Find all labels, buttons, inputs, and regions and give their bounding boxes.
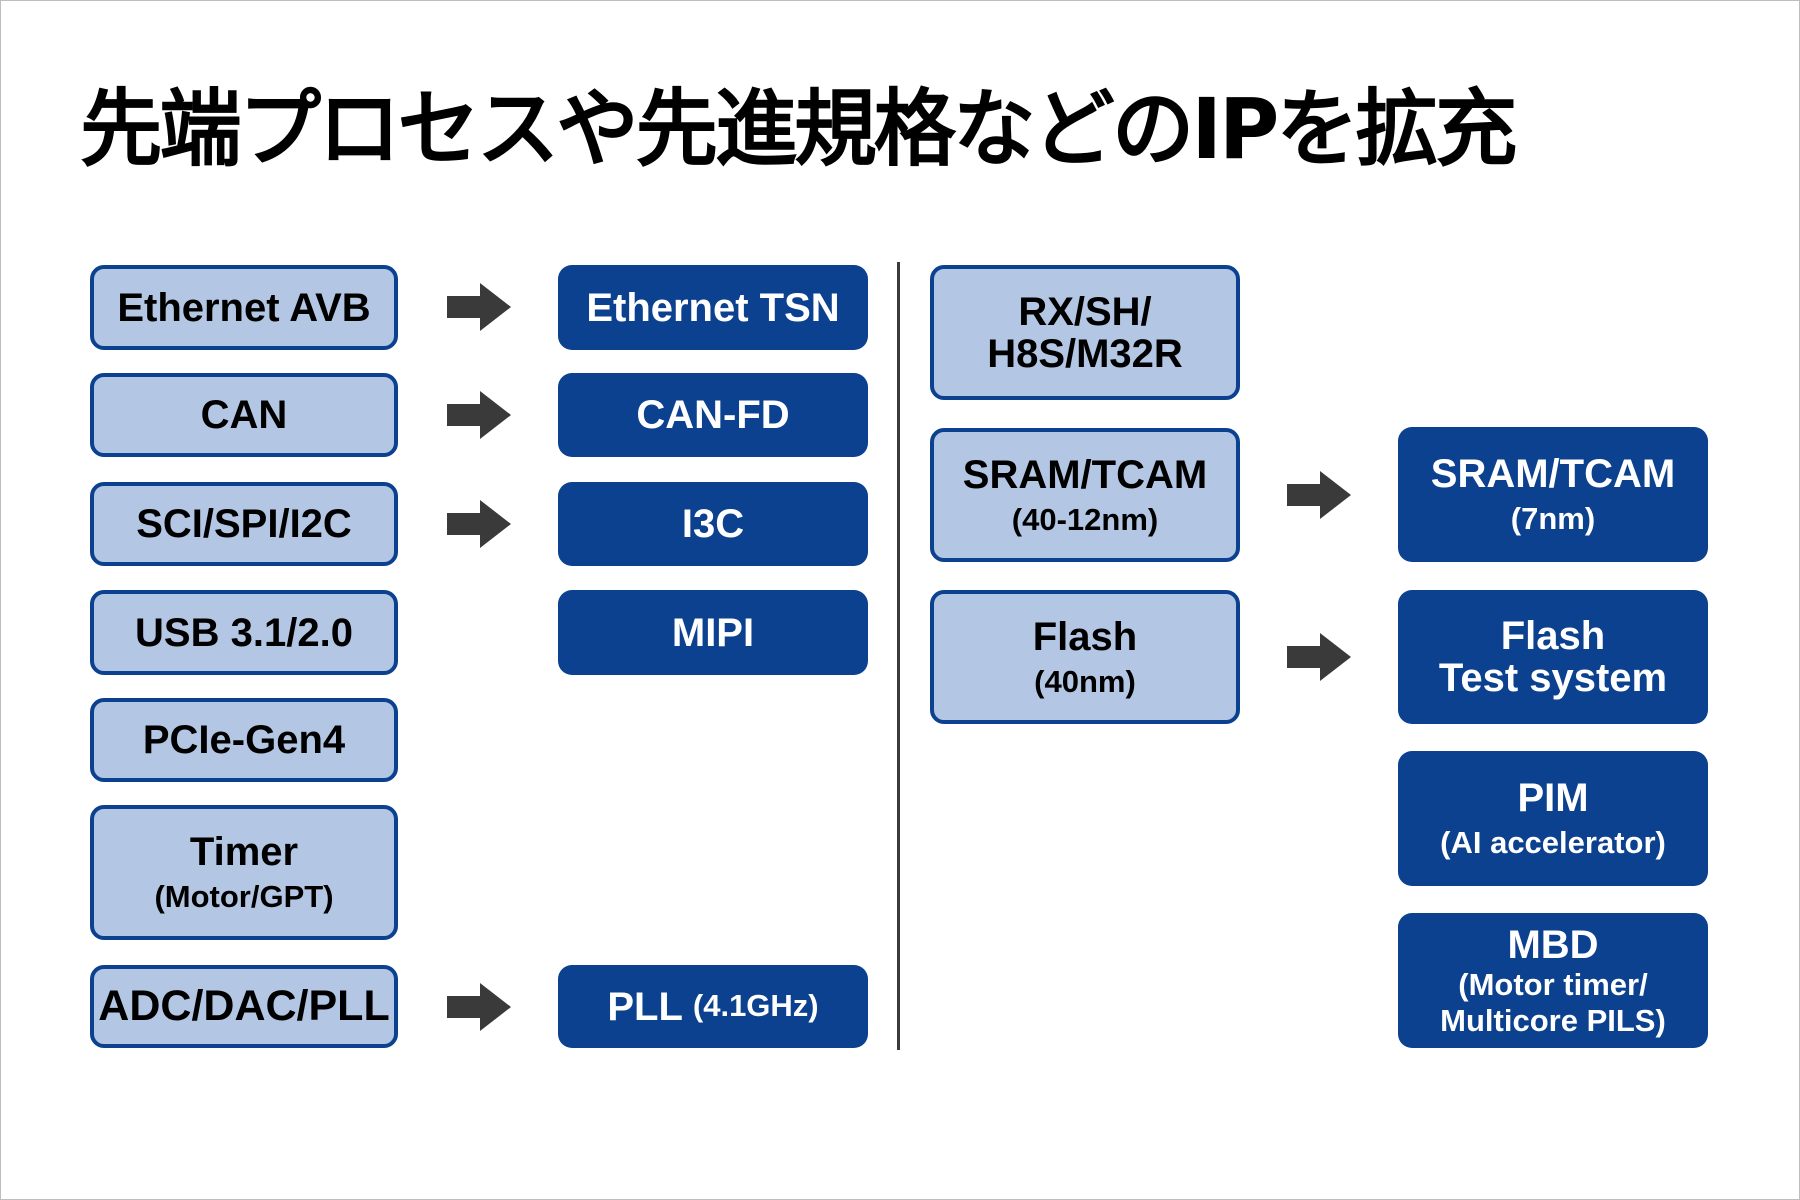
right-arrow-icon (447, 283, 511, 331)
box-sublabel: (Motor timer/ (1458, 967, 1648, 1003)
box-label: Flash (1500, 614, 1606, 658)
box-sublabel: (40-12nm) (1011, 501, 1159, 537)
slide-title: 先端プロセスや先進規格などのIPを拡充 (80, 80, 1517, 178)
box-label: PIM (1517, 776, 1589, 821)
ip-box-usb: USB 3.1/2.0 (90, 590, 398, 675)
box-sublabel: (Motor/GPT) (154, 879, 334, 915)
ip-box-mbd: MBD (Motor timer/ Multicore PILS) (1398, 913, 1708, 1048)
ip-box-i3c: I3C (558, 482, 868, 566)
ip-box-sram-tcam-current: SRAM/TCAM (40-12nm) (930, 428, 1240, 562)
ip-box-pim: PIM (AI accelerator) (1398, 751, 1708, 886)
box-label: PCIe-Gen4 (142, 718, 346, 762)
ip-box-pll: PLL (4.1GHz) (558, 965, 868, 1048)
box-label: MBD (1507, 923, 1599, 968)
box-label: SRAM/TCAM (1430, 452, 1676, 497)
box-label: SRAM/TCAM (962, 452, 1208, 497)
right-arrow-icon (447, 983, 511, 1031)
ip-box-ethernet-tsn: Ethernet TSN (558, 265, 868, 350)
ip-box-flash-test-system: Flash Test system (1398, 590, 1708, 724)
box-label-line2: H8S/M32R (987, 331, 1183, 376)
box-sublabel: (40nm) (1034, 663, 1136, 699)
box-label: CAN (200, 393, 288, 437)
ip-box-sci-spi-i2c: SCI/SPI/I2C (90, 482, 398, 566)
box-sublabel: (7nm) (1510, 501, 1596, 537)
box-label: SCI/SPI/I2C (136, 502, 352, 546)
box-label: Ethernet AVB (117, 285, 371, 330)
ip-box-mipi: MIPI (558, 590, 868, 675)
box-label: MIPI (671, 610, 755, 655)
right-arrow-icon (447, 500, 511, 548)
box-label: CAN-FD (636, 393, 790, 437)
box-label: I3C (681, 502, 745, 546)
section-divider (897, 262, 900, 1050)
ip-box-rx-sh-h8s-m32r: RX/SH/ H8S/M32R (930, 265, 1240, 400)
box-label: RX/SH/ (1018, 289, 1152, 334)
ip-box-timer: Timer (Motor/GPT) (90, 805, 398, 940)
box-label: USB 3.1/2.0 (135, 610, 353, 655)
box-label: Timer (189, 830, 299, 875)
box-label: ADC/DAC/PLL (98, 981, 390, 1030)
ip-box-can: CAN (90, 373, 398, 457)
box-sublabel: (AI accelerator) (1440, 825, 1666, 861)
box-label: PLL (607, 984, 683, 1029)
box-label-line2: Test system (1438, 656, 1668, 700)
ip-box-ethernet-avb: Ethernet AVB (90, 265, 398, 350)
box-label: Ethernet TSN (586, 285, 840, 330)
ip-box-pcie: PCIe-Gen4 (90, 698, 398, 782)
right-arrow-icon (1287, 633, 1351, 681)
box-label: Flash (1032, 614, 1138, 659)
box-sublabel-line2: Multicore PILS) (1440, 1002, 1666, 1038)
right-arrow-icon (1287, 471, 1351, 519)
ip-box-can-fd: CAN-FD (558, 373, 868, 457)
ip-box-flash-current: Flash (40nm) (930, 590, 1240, 724)
ip-box-sram-tcam-7nm: SRAM/TCAM (7nm) (1398, 427, 1708, 562)
right-arrow-icon (447, 391, 511, 439)
ip-box-adc-dac-pll: ADC/DAC/PLL (90, 965, 398, 1048)
box-sublabel: (4.1GHz) (692, 988, 819, 1024)
